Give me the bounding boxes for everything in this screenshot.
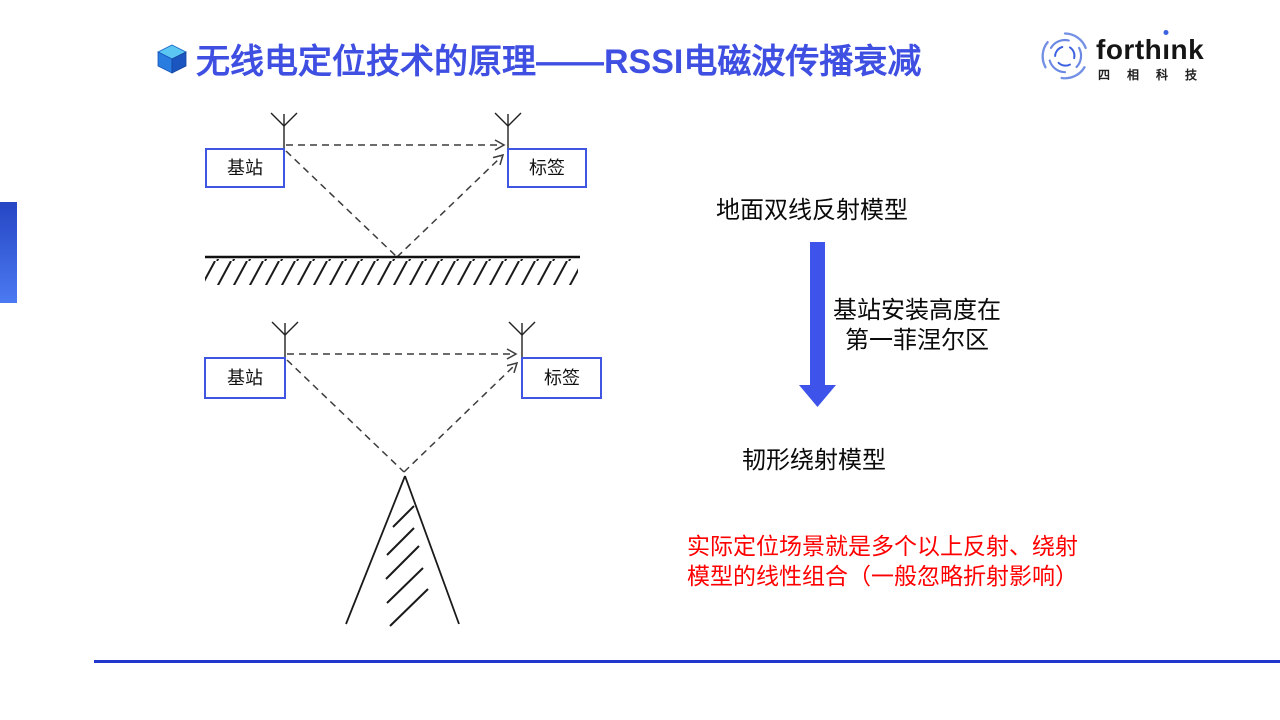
brand-i: ı	[1162, 30, 1170, 66]
conclusion-line1: 实际定位场景就是多个以上反射、绕射	[687, 533, 1078, 559]
down-arrow	[799, 242, 836, 407]
blue-dot-icon	[1163, 30, 1169, 35]
tag-box: 标签	[521, 357, 602, 399]
conclusion-text: 实际定位场景就是多个以上反射、绕射 模型的线性组合（一般忽略折射影响）	[687, 531, 1078, 591]
brand-post: nk	[1170, 34, 1205, 65]
fresnel-note-line1: 基站安装高度在	[833, 297, 1001, 324]
knife-edge-diffraction-diagram: 基站 标签	[204, 321, 602, 627]
tag-antenna-icon	[508, 321, 536, 358]
bottom-divider-line	[94, 660, 1280, 663]
tag-label: 标签	[529, 158, 565, 178]
two-ray-reflection-diagram: 基站 标签	[205, 112, 587, 285]
wedge-obstacle	[345, 475, 460, 625]
base-antenna-icon	[270, 112, 298, 149]
reflected-path-line	[285, 150, 505, 258]
direct-path-line	[286, 139, 506, 151]
page-title: 无线电定位技术的原理——RSSI电磁波传播衰减	[196, 43, 922, 81]
base-station-box: 基站	[204, 357, 286, 399]
cube-bullet-icon	[157, 44, 187, 74]
conclusion-line2: 模型的线性组合（一般忽略折射影响）	[687, 563, 1078, 589]
diffraction-model-label: 韧形绕射模型	[742, 447, 886, 474]
swirl-icon	[1041, 32, 1087, 80]
reflection-model-label: 地面双线反射模型	[716, 197, 908, 224]
brand-pre: forth	[1096, 34, 1163, 65]
base-station-label: 基站	[227, 368, 263, 388]
tag-label: 标签	[544, 368, 580, 388]
base-antenna-icon	[271, 321, 299, 358]
tag-antenna-icon	[494, 112, 522, 149]
direct-path-line	[287, 348, 518, 360]
base-station-label: 基站	[227, 158, 263, 178]
fresnel-note: 基站安装高度在 第一菲涅尔区	[822, 296, 1012, 356]
fresnel-note-line2: 第一菲涅尔区	[845, 327, 989, 354]
left-accent-bar	[0, 202, 17, 303]
diffracted-path-line	[286, 359, 519, 473]
ground-hatch	[205, 259, 578, 285]
wedge-hatch	[385, 505, 429, 627]
tag-box: 标签	[507, 148, 587, 188]
base-station-box: 基站	[205, 148, 285, 188]
brand-subtext: 四相科技	[1098, 68, 1215, 82]
